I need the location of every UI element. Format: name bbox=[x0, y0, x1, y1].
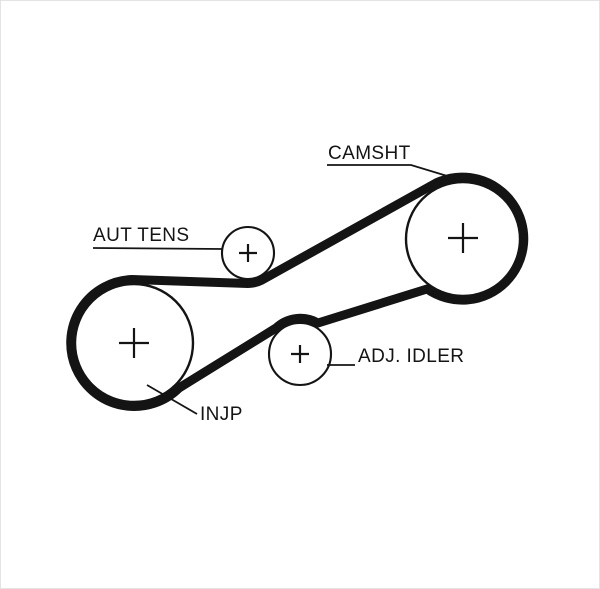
camshaft-leader-line bbox=[327, 164, 468, 183]
injection-pump-center-cross bbox=[119, 328, 149, 358]
timing-belt bbox=[66, 172, 529, 411]
adjustable-idler-label: ADJ. IDLER bbox=[358, 346, 464, 367]
auto-tensioner-leader-line bbox=[92, 247, 224, 250]
camshaft-center-cross bbox=[448, 223, 478, 253]
adjustable-idler-center-cross bbox=[291, 345, 309, 363]
auto-tensioner-label: AUT TENS bbox=[93, 225, 189, 246]
auto-tensioner-center-cross bbox=[239, 244, 257, 262]
injection-pump-leader-line bbox=[146, 384, 198, 415]
camshaft-label: CAMSHT bbox=[328, 143, 411, 164]
injection-pump-label: INJP bbox=[200, 404, 243, 425]
